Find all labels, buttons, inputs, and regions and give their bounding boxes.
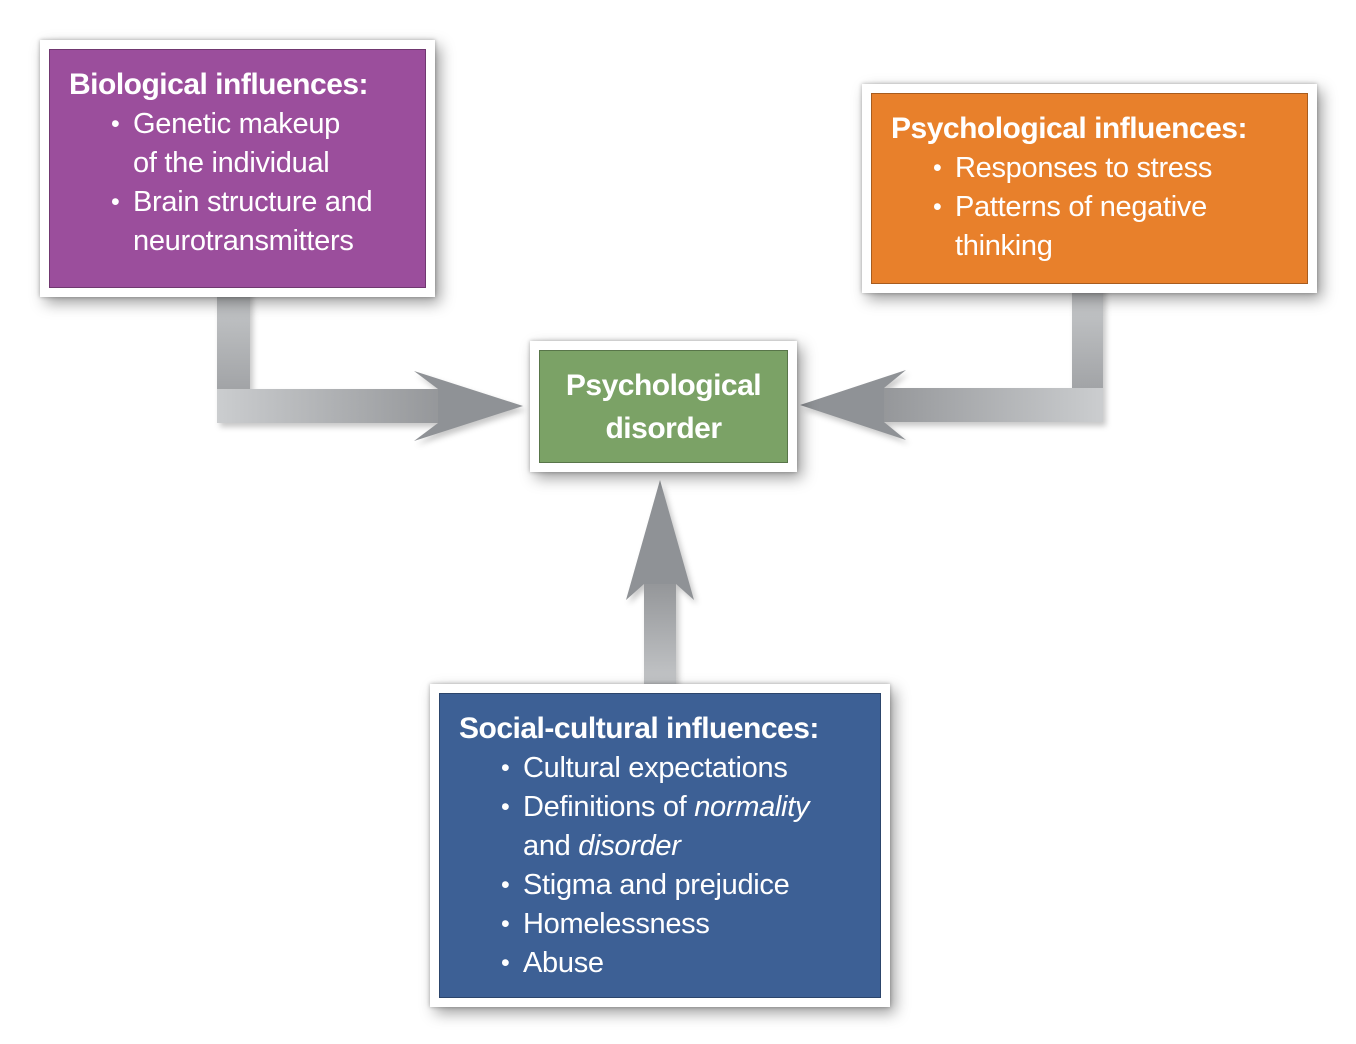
- bullet-text: Responses to stress: [955, 152, 1213, 184]
- arrow-head-icon: [626, 480, 694, 600]
- box-psychological-influences: Psychological influences: • Responses to …: [862, 84, 1317, 293]
- arrow-social-to-disorder: [626, 480, 694, 700]
- box-title: Biological influences:: [69, 68, 369, 101]
- bullet-text: Abuse: [523, 947, 604, 979]
- disorder-title-line-2: disorder: [605, 411, 722, 445]
- box-social-cultural-influences: Social-cultural influences: • Cultural ex…: [430, 684, 890, 1007]
- box-content: Social-cultural influences: • Cultural ex…: [439, 693, 881, 983]
- arrow-shaft-horizontal: [217, 389, 439, 423]
- arrow-psychological-to-disorder: [800, 278, 1103, 440]
- bullet-item: • Responses to stress: [891, 149, 1296, 188]
- bullet-list: • Responses to stress • Patterns of negativ…: [891, 149, 1296, 266]
- bullet-dot-icon: •: [501, 910, 510, 938]
- bullet-item: • Cultural expectations: [459, 749, 869, 788]
- bullet-item: • Homelessness: [459, 905, 869, 944]
- bullet-item: • Abuse: [459, 944, 869, 983]
- bullet-dot-icon: •: [111, 110, 120, 138]
- arrow-head-icon: [414, 371, 523, 441]
- arrow-head-icon: [800, 370, 906, 440]
- bullet-dot-icon: •: [501, 754, 510, 782]
- box-content: Psychological influences: • Responses to …: [871, 93, 1308, 266]
- bullet-dot-icon: •: [501, 949, 510, 977]
- bullet-item: • Stigma and prejudice: [459, 866, 869, 905]
- bullet-dot-icon: •: [933, 193, 942, 221]
- bullet-dot-icon: •: [501, 871, 510, 899]
- disorder-title-line-1: Psychological: [565, 368, 762, 402]
- bullet-dot-icon: •: [933, 154, 942, 182]
- box-title: Psychological influences:: [891, 112, 1247, 145]
- bullet-list: • Cultural expectations • Definitions of no…: [459, 749, 869, 983]
- arrow-shaft-horizontal: [884, 388, 1103, 422]
- bullet-text: Homelessness: [523, 908, 710, 940]
- arrow-biological-to-disorder: [217, 278, 523, 441]
- bullet-dot-icon: •: [111, 188, 120, 216]
- box-psychological-disorder: Psychological disorder: [530, 341, 797, 472]
- arrow-shaft-vertical: [644, 583, 676, 700]
- bullet-text: Stigma and prejudice: [523, 869, 790, 901]
- bullet-dot-icon: •: [501, 793, 510, 821]
- bullet-text: Cultural expectations: [523, 752, 788, 784]
- box-title: Social-cultural influences:: [459, 712, 819, 745]
